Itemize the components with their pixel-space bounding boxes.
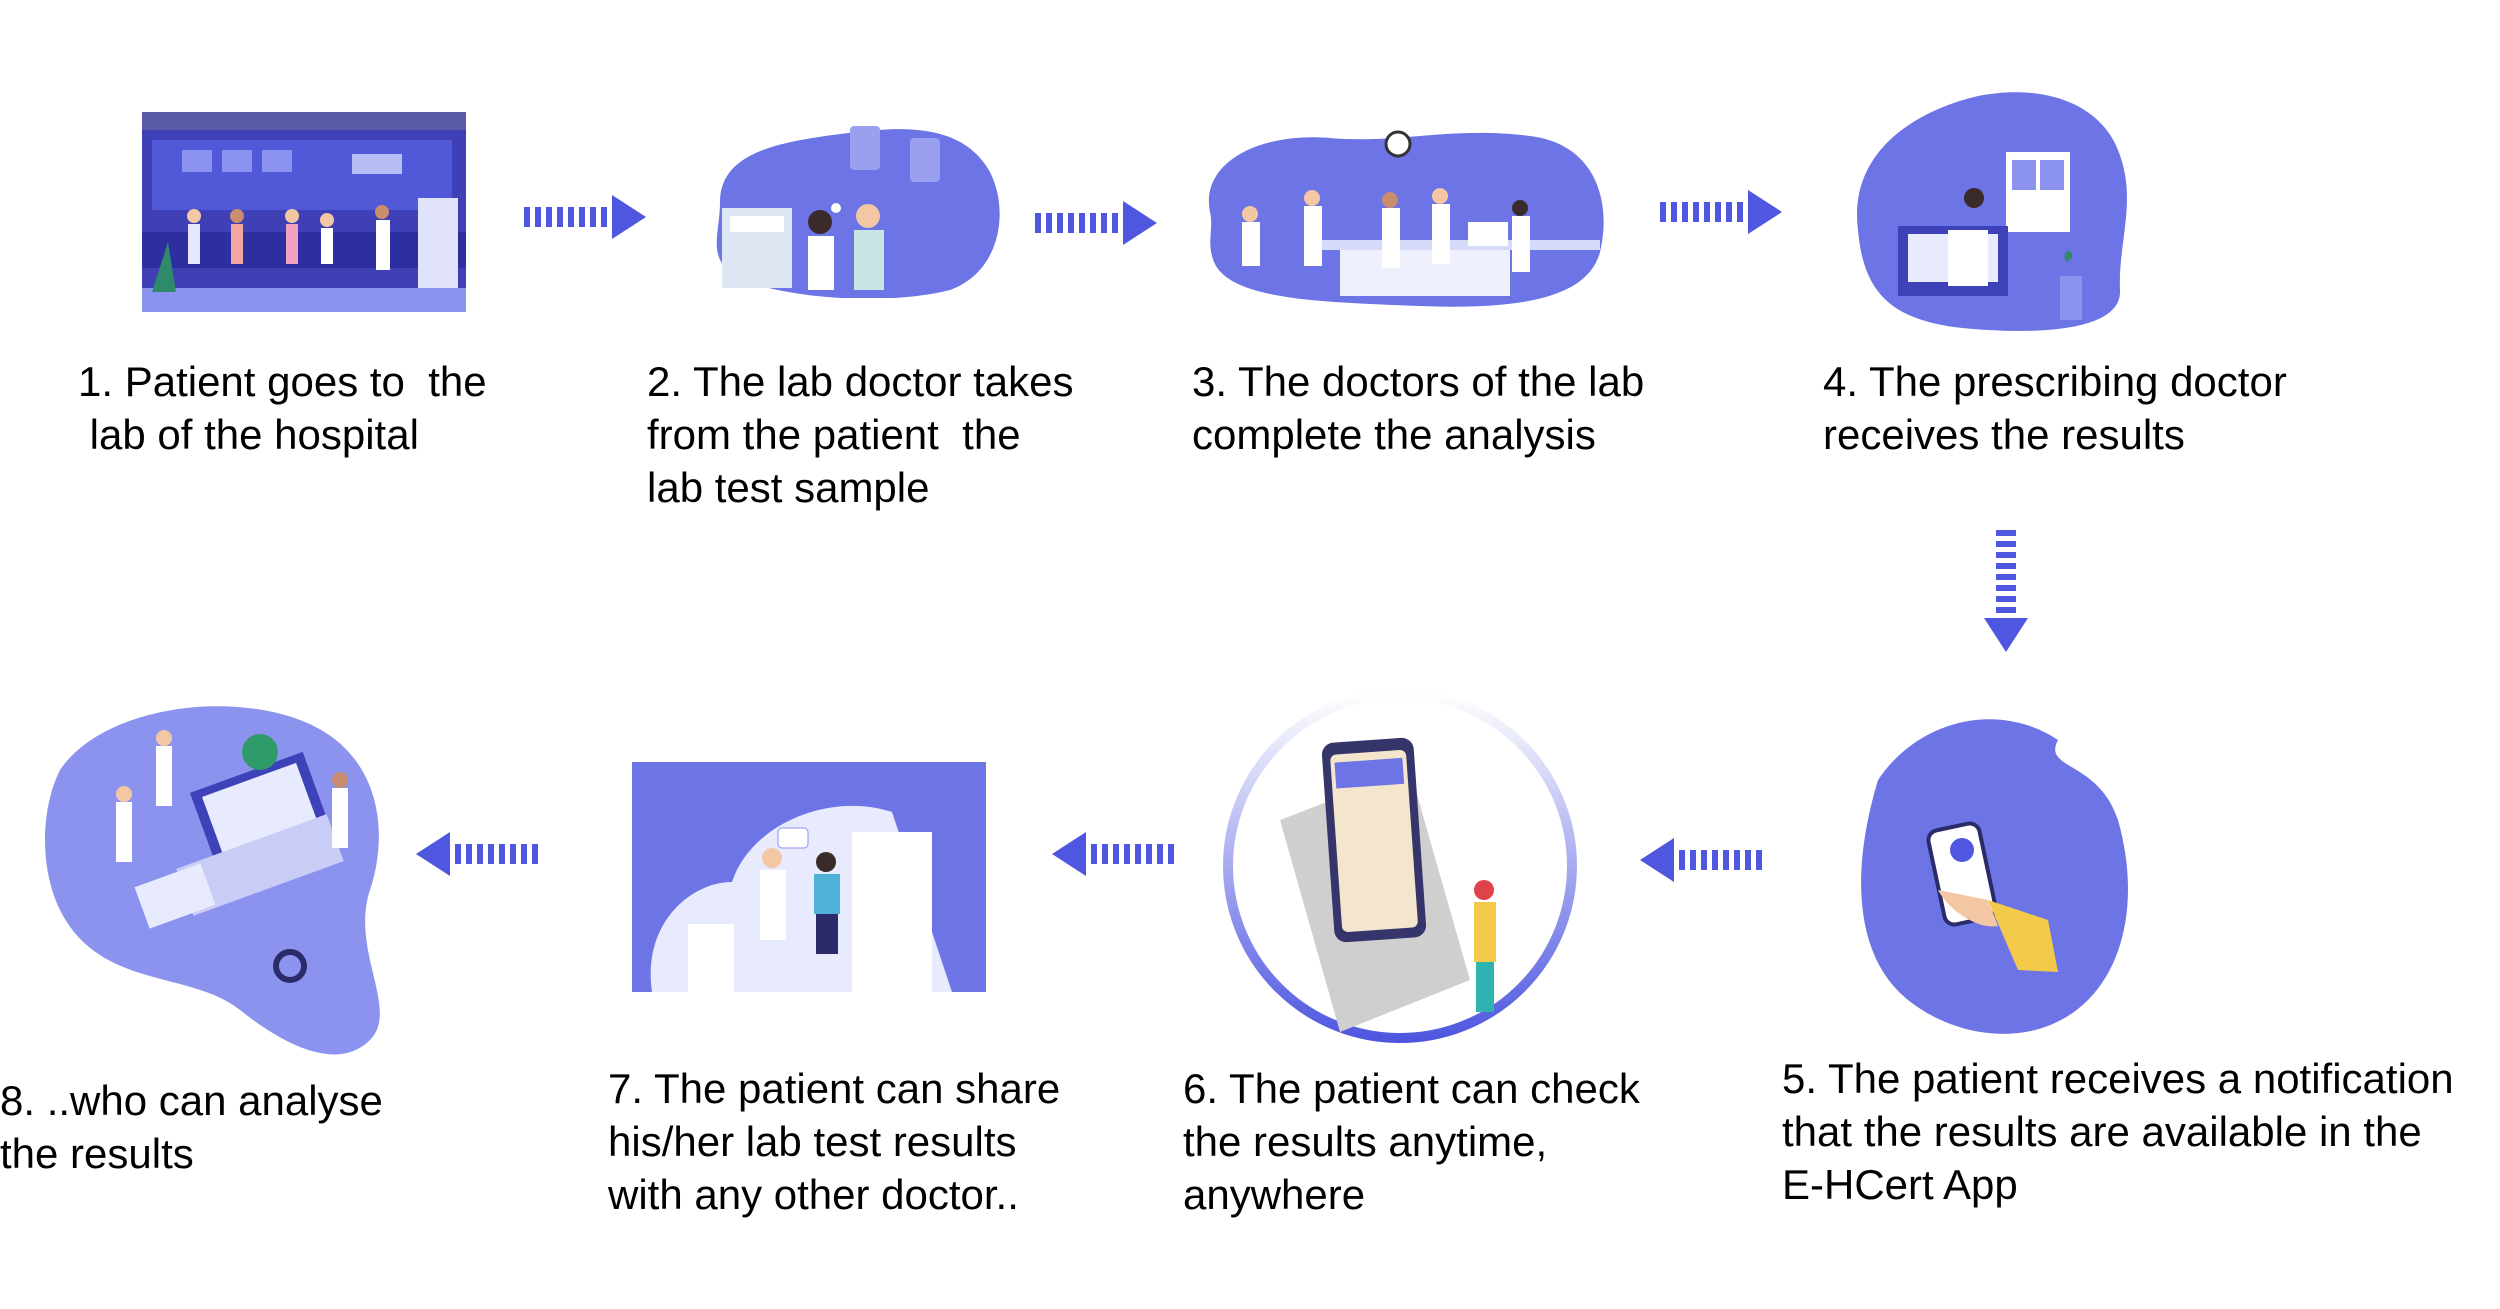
hospital-waiting-room-illustration [142,112,466,312]
arrow-left-icon [416,832,538,876]
doctor-consultation-illustration [632,762,986,992]
step-3-label: 3. The doctors of the lab complete the a… [1192,358,1645,458]
step-8-label: 8. ..who can analyse the results [0,1077,383,1177]
step-2-label: 2. The lab doctor takes from the patient… [647,358,1074,511]
doctor-analysis-illustration [40,690,410,1060]
phone-notification-illustration [1838,700,2148,1040]
doctor-computer-illustration [1838,90,2138,334]
arrow-down-icon [1984,530,2028,652]
step-4-label: 4. The prescribing doctor receives the r… [1823,358,2287,458]
step-1-label: 1. Patient goes to the lab of the hospit… [78,358,487,458]
step-7-label: 7. The patient can share his/her lab tes… [608,1065,1061,1218]
arrow-left-icon [1052,832,1174,876]
sample-collection-illustration [700,112,1002,298]
step-6-label: 6. The patient can check the results any… [1183,1065,1640,1218]
arrow-right-icon [1660,190,1782,234]
arrow-left-icon [1640,838,1762,882]
mobile-results-illustration [1220,680,1580,1052]
laboratory-analysis-illustration [1200,122,1608,310]
arrow-right-icon [524,195,646,239]
arrow-right-icon [1035,201,1157,245]
step-5-label: 5. The patient receives a notification t… [1782,1055,2454,1208]
